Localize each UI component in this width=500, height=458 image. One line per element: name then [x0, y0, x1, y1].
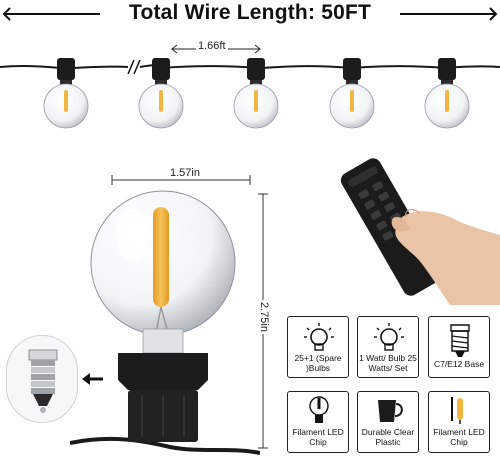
length-arrow — [2, 7, 498, 21]
bulb-width-label: 1.57in — [168, 167, 202, 179]
base-inset — [6, 335, 78, 423]
wire-length-header: Total Wire Length: 50FT — [0, 0, 500, 28]
feature-filament-chip-glow: Filament LED Chip — [428, 391, 490, 453]
feature-wattage: 1 Watt/ Bulb 25 Watts/ Set — [357, 316, 419, 378]
feature-base: C7/E12 Base — [428, 316, 490, 378]
feature-label: Filament LED Chip — [433, 427, 485, 447]
remote-hand-image — [340, 158, 500, 305]
bulb-closeup-image — [70, 190, 260, 455]
feature-label: C7/E12 Base — [433, 359, 485, 369]
arrow-left-icon — [82, 373, 103, 385]
screw-base-icon — [28, 349, 58, 413]
feature-label: 25+1 (Spare )Bulbs — [294, 353, 342, 373]
bulb-icon — [304, 323, 334, 351]
bulb-width-arrow — [111, 175, 251, 185]
feature-filament-chip: Filament LED Chip — [287, 391, 349, 453]
feature-label: Filament LED Chip — [292, 427, 344, 447]
feature-durable-plastic: Durable Clear Plastic — [357, 391, 419, 453]
cup-icon — [378, 400, 403, 422]
bulb-watt-icon — [374, 323, 404, 351]
feature-label: Durable Clear Plastic — [361, 427, 415, 447]
spacing-label: 1.66ft — [196, 40, 228, 52]
string-lights-image — [0, 58, 500, 129]
feature-label: 1 Watt/ Bulb 25 Watts/ Set — [359, 353, 417, 373]
feature-spare-bulbs: 25+1 (Spare )Bulbs — [287, 316, 349, 378]
filament-icon — [309, 396, 329, 423]
socket-base-icon — [450, 324, 470, 357]
page-title: Total Wire Length: 50FT — [128, 1, 372, 24]
filament-glow-icon — [451, 397, 463, 424]
